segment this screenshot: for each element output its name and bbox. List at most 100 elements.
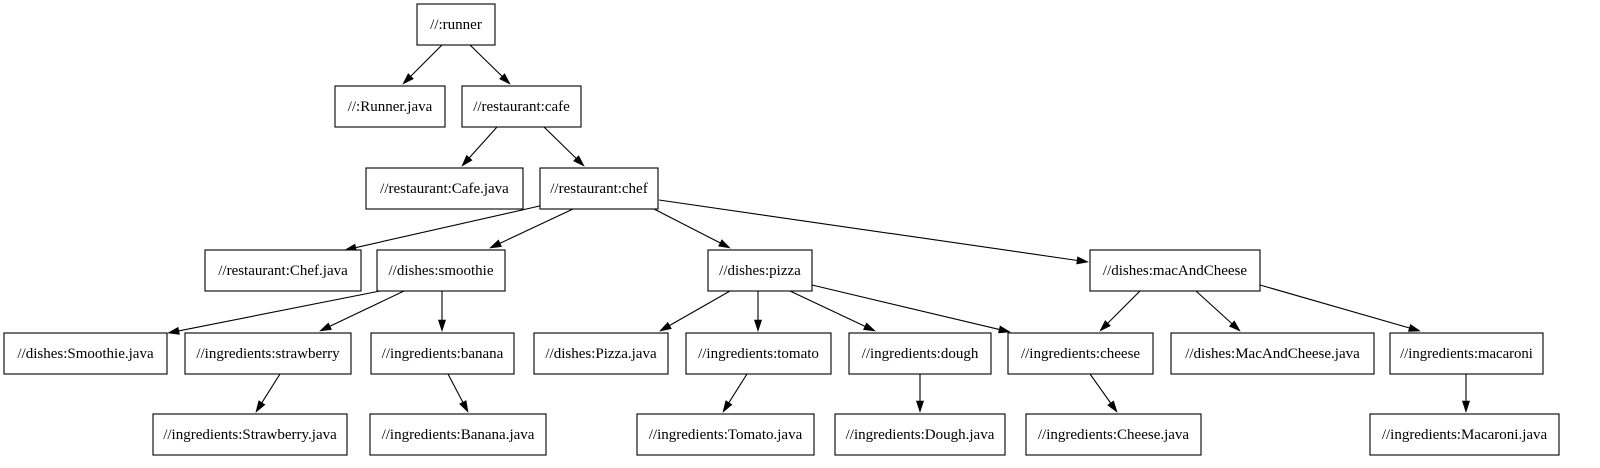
edge-line: [667, 290, 731, 327]
node-box[interactable]: [685, 332, 832, 375]
node-box[interactable]: [204, 249, 362, 292]
node-label: //dishes:pizza: [719, 263, 801, 279]
node-dishes_macandchz[interactable]: //dishes:macAndCheese: [1089, 249, 1261, 292]
node-runner[interactable]: //:runner: [416, 3, 496, 46]
arrowhead-icon: [1461, 400, 1471, 413]
edge-restaurant_chef-to-dishes_macandchz: [658, 199, 1089, 265]
node-dough_java[interactable]: //ingredients:Dough.java: [834, 413, 1006, 456]
node-box[interactable]: [848, 332, 992, 375]
node-box[interactable]: [416, 3, 496, 46]
edge-dishes_macandchz-to-ing_macaroni: [1259, 284, 1421, 332]
node-box[interactable]: [1089, 249, 1261, 292]
node-box[interactable]: [369, 413, 547, 456]
node-label: //restaurant:cafe: [473, 99, 570, 115]
arrowhead-icon: [167, 326, 180, 335]
edge-restaurant_cafe-to-cafe_java: [461, 126, 498, 167]
node-ing_tomato[interactable]: //ingredients:tomato: [685, 332, 832, 375]
node-ing_banana[interactable]: //ingredients:banana: [370, 332, 515, 375]
arrowhead-icon: [489, 239, 502, 249]
node-label: //ingredients:Macaroni.java: [1382, 427, 1548, 443]
node-cheese_java[interactable]: //ingredients:Cheese.java: [1025, 413, 1202, 456]
edge-line: [447, 373, 465, 404]
node-box[interactable]: [1007, 332, 1154, 375]
edge-ing_dough-to-dough_java: [915, 374, 925, 413]
node-box[interactable]: [707, 249, 813, 292]
node-box[interactable]: [3, 332, 168, 375]
arrowhead-icon: [437, 319, 447, 332]
edge-runner-to-runner_java: [402, 44, 443, 85]
edge-line: [354, 204, 545, 249]
arrowhead-icon: [573, 155, 585, 167]
node-macandcheese_java[interactable]: //dishes:MacAndCheese.java: [1170, 332, 1375, 375]
edge-line: [1195, 290, 1234, 326]
node-label: //dishes:MacAndCheese.java: [1185, 346, 1360, 362]
node-label: //ingredients:Dough.java: [846, 427, 995, 443]
node-strawberry_java[interactable]: //ingredients:Strawberry.java: [152, 413, 348, 456]
node-box[interactable]: [376, 249, 506, 292]
node-box[interactable]: [461, 85, 582, 128]
edge-line: [811, 284, 1001, 331]
edge-restaurant_chef-to-chef_java: [344, 204, 545, 252]
arrowhead-icon: [1099, 320, 1111, 332]
node-restaurant_cafe[interactable]: //restaurant:cafe: [461, 85, 582, 128]
node-box[interactable]: [1389, 332, 1544, 375]
node-box[interactable]: [370, 332, 515, 375]
node-runner_java[interactable]: //:Runner.java: [334, 85, 446, 128]
node-box[interactable]: [1170, 332, 1375, 375]
node-restaurant_chef[interactable]: //restaurant:chef: [539, 167, 659, 210]
node-banana_java[interactable]: //ingredients:Banana.java: [369, 413, 547, 456]
node-pizza_java[interactable]: //dishes:Pizza.java: [533, 332, 669, 375]
edge-line: [1106, 290, 1141, 325]
node-label: //dishes:Pizza.java: [545, 346, 657, 362]
edge-line: [727, 373, 748, 405]
edge-line: [409, 44, 443, 78]
arrowhead-icon: [1408, 324, 1421, 332]
node-box[interactable]: [1025, 413, 1202, 456]
node-label: //restaurant:Cafe.java: [380, 181, 509, 197]
node-box[interactable]: [539, 167, 659, 210]
node-box[interactable]: [1369, 413, 1560, 456]
node-macaroni_java[interactable]: //ingredients:Macaroni.java: [1369, 413, 1560, 456]
arrowhead-icon: [1228, 320, 1241, 332]
edge-ing_macaroni-to-macaroni_java: [1461, 374, 1471, 413]
node-chef_java[interactable]: //restaurant:Chef.java: [204, 249, 362, 292]
arrowhead-icon: [319, 322, 332, 332]
node-tomato_java[interactable]: //ingredients:Tomato.java: [636, 413, 815, 456]
edge-dishes_macandchz-to-ing_cheese: [1099, 290, 1141, 332]
node-box[interactable]: [152, 413, 348, 456]
node-dishes_smoothie[interactable]: //dishes:smoothie: [376, 249, 506, 292]
edge-restaurant_chef-to-dishes_smoothie: [489, 208, 574, 249]
node-box[interactable]: [834, 413, 1006, 456]
node-box[interactable]: [533, 332, 669, 375]
node-ing_strawberry[interactable]: //ingredients:strawberry: [184, 332, 352, 375]
node-label: //:runner: [430, 17, 482, 33]
node-label: //dishes:Smoothie.java: [17, 346, 154, 362]
edge-line: [469, 44, 504, 78]
node-label: //ingredients:macaroni: [1400, 346, 1533, 362]
edge-ing_tomato-to-tomato_java: [722, 373, 748, 413]
arrowhead-icon: [402, 73, 414, 85]
node-layer: //:runner //:Runner.java //restaurant:cafe…: [3, 3, 1560, 456]
edge-dishes_pizza-to-ing_dough: [789, 290, 876, 332]
node-label: //:Runner.java: [348, 99, 433, 115]
node-label: //restaurant:chef: [550, 181, 647, 197]
edge-line: [260, 373, 281, 405]
node-box[interactable]: [365, 167, 524, 210]
edge-dishes_pizza-to-pizza_java: [659, 290, 731, 332]
node-ing_dough[interactable]: //ingredients:dough: [848, 332, 992, 375]
edge-line: [653, 208, 722, 245]
node-box[interactable]: [636, 413, 815, 456]
node-ing_cheese[interactable]: //ingredients:cheese: [1007, 332, 1154, 375]
edge-ing_banana-to-banana_java: [447, 373, 469, 413]
node-dishes_pizza[interactable]: //dishes:pizza: [707, 249, 813, 292]
arrowhead-icon: [998, 325, 1011, 334]
node-smoothie_java[interactable]: //dishes:Smoothie.java: [3, 332, 168, 375]
node-box[interactable]: [334, 85, 446, 128]
node-cafe_java[interactable]: //restaurant:Cafe.java: [365, 167, 524, 210]
node-box[interactable]: [184, 332, 352, 375]
arrowhead-icon: [718, 239, 731, 249]
node-label: //ingredients:dough: [862, 346, 979, 362]
node-ing_macaroni[interactable]: //ingredients:macaroni: [1389, 332, 1544, 375]
arrowhead-icon: [1107, 400, 1118, 413]
